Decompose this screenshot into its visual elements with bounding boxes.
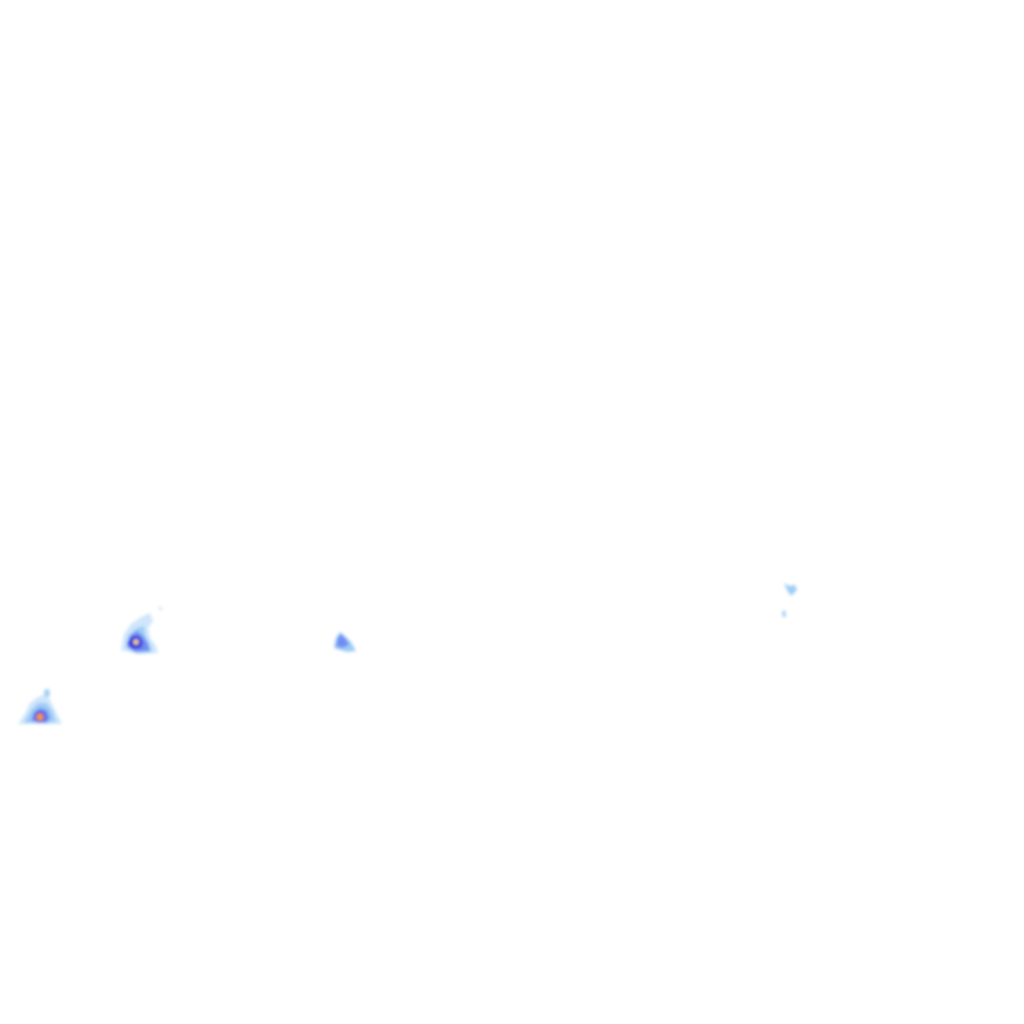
radar-echo-east xyxy=(782,583,797,617)
radar-echo-central xyxy=(334,632,356,652)
radar-echo-west xyxy=(18,689,62,724)
radar-echo-west-central xyxy=(121,606,163,654)
